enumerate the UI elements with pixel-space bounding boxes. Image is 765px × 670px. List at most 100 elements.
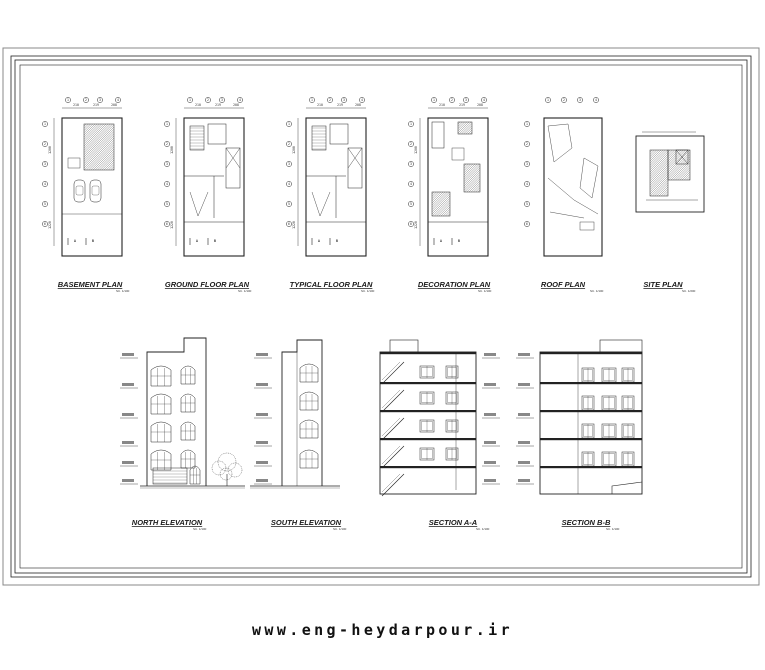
north-elevation-title: NORTH ELEVATION: [132, 518, 203, 527]
svg-text:5: 5: [526, 202, 528, 206]
roof-slope: [547, 177, 599, 215]
window: [601, 395, 617, 411]
svg-text:1: 1: [433, 98, 435, 102]
dimension-label: 219: [93, 103, 99, 107]
grid-bubble: 4: [481, 97, 487, 103]
grid-bubble: 2: [449, 97, 455, 103]
stair-flight: [381, 417, 405, 441]
svg-text:4: 4: [595, 98, 597, 102]
ground-floor-plan-scale: SC. 1/100: [238, 289, 252, 293]
svg-text:3: 3: [221, 98, 223, 102]
level-mark: [516, 353, 534, 359]
section-b-b-title: SECTION B-B: [562, 518, 611, 527]
section-a-a-scale: SC. 1/100: [476, 527, 490, 531]
section-outline: [539, 351, 643, 495]
exterior-wall: [183, 117, 245, 257]
section-b-b-drawing: [516, 339, 643, 495]
grid-bubble: 6: [286, 221, 292, 227]
stair-flight: [381, 445, 405, 469]
grid-bubble: 1: [309, 97, 315, 103]
roof-line: [311, 191, 331, 217]
room: [329, 123, 349, 145]
svg-text:2: 2: [44, 142, 46, 146]
south-elevation-drawing: [250, 339, 340, 489]
grid-bubble: 3: [164, 161, 170, 167]
level-mark: [516, 383, 534, 389]
svg-text:3: 3: [288, 162, 290, 166]
window: [581, 423, 595, 439]
level-mark: [482, 479, 500, 485]
grid-bubble: 5: [164, 201, 170, 207]
window: [419, 419, 435, 433]
level-mark: [254, 413, 272, 419]
dimension-label: 208: [111, 103, 117, 107]
section-mark-b: B: [336, 239, 338, 243]
window: [581, 367, 595, 383]
svg-text:6: 6: [166, 222, 168, 226]
window: [601, 423, 617, 439]
svg-text:6: 6: [526, 222, 528, 226]
ground-floor-plan-title: GROUND FLOOR PLAN: [165, 280, 250, 289]
window: [621, 395, 635, 411]
svg-text:4: 4: [288, 182, 290, 186]
stair-flight: [381, 473, 401, 493]
svg-text:4: 4: [117, 98, 119, 102]
roof-line: [189, 191, 209, 217]
window: [299, 391, 319, 411]
svg-text:6: 6: [44, 222, 46, 226]
typical-floor-plan-title: TYPICAL FLOOR PLAN: [290, 280, 373, 289]
grid-bubble: 1: [42, 121, 48, 127]
section-mark-a: A: [318, 239, 320, 243]
dimension-label: 1220: [48, 221, 52, 229]
window: [180, 421, 196, 441]
floor-slab: [540, 438, 642, 441]
stair-block: [431, 121, 445, 149]
outer-border: [2, 47, 760, 586]
tile-hatch: [431, 191, 451, 217]
window: [150, 449, 172, 471]
svg-text:1: 1: [288, 122, 290, 126]
north-elevation-scale: SC. 1/100: [193, 527, 207, 531]
section-a-a-title: SECTION A-A: [429, 518, 477, 527]
floor-slab: [380, 466, 476, 469]
site-plan-drawing: [635, 131, 705, 213]
dimension-label: 219: [215, 103, 221, 107]
tree: [211, 452, 243, 486]
svg-text:4: 4: [44, 182, 46, 186]
svg-text:6: 6: [410, 222, 412, 226]
stair-block: [67, 157, 81, 169]
dimension-label: 210: [439, 103, 445, 107]
svg-text:4: 4: [361, 98, 363, 102]
grid-bubble: 5: [286, 201, 292, 207]
svg-text:3: 3: [44, 162, 46, 166]
level-mark: [254, 479, 272, 485]
dimension-label: 1200: [414, 146, 418, 154]
dimension-label: 208: [233, 103, 239, 107]
basement-plan-scale: SC. 1/100: [116, 289, 130, 293]
grid-bubble: 2: [524, 141, 530, 147]
stair-flight: [381, 417, 401, 437]
website-url[interactable]: www.eng-heydarpour.ir: [251, 621, 514, 639]
section-mark-a: A: [196, 239, 198, 243]
window: [601, 367, 617, 383]
window: [621, 423, 635, 439]
svg-text:4: 4: [239, 98, 241, 102]
svg-text:2: 2: [207, 98, 209, 102]
dimension-label: 210: [73, 103, 79, 107]
dimension-label: 1200: [292, 146, 296, 154]
roof-outline: [543, 117, 603, 257]
frame-inner-line: [14, 59, 748, 574]
tile-hatch: [457, 121, 473, 135]
section-outline: [379, 351, 477, 495]
window: [419, 391, 435, 405]
level-mark: [482, 461, 500, 467]
level-mark: [120, 353, 138, 359]
south-elevation-title: SOUTH ELEVATION: [271, 518, 342, 527]
stair-tower: [599, 339, 643, 353]
svg-text:2: 2: [288, 142, 290, 146]
window: [445, 365, 459, 379]
window: [419, 447, 435, 461]
